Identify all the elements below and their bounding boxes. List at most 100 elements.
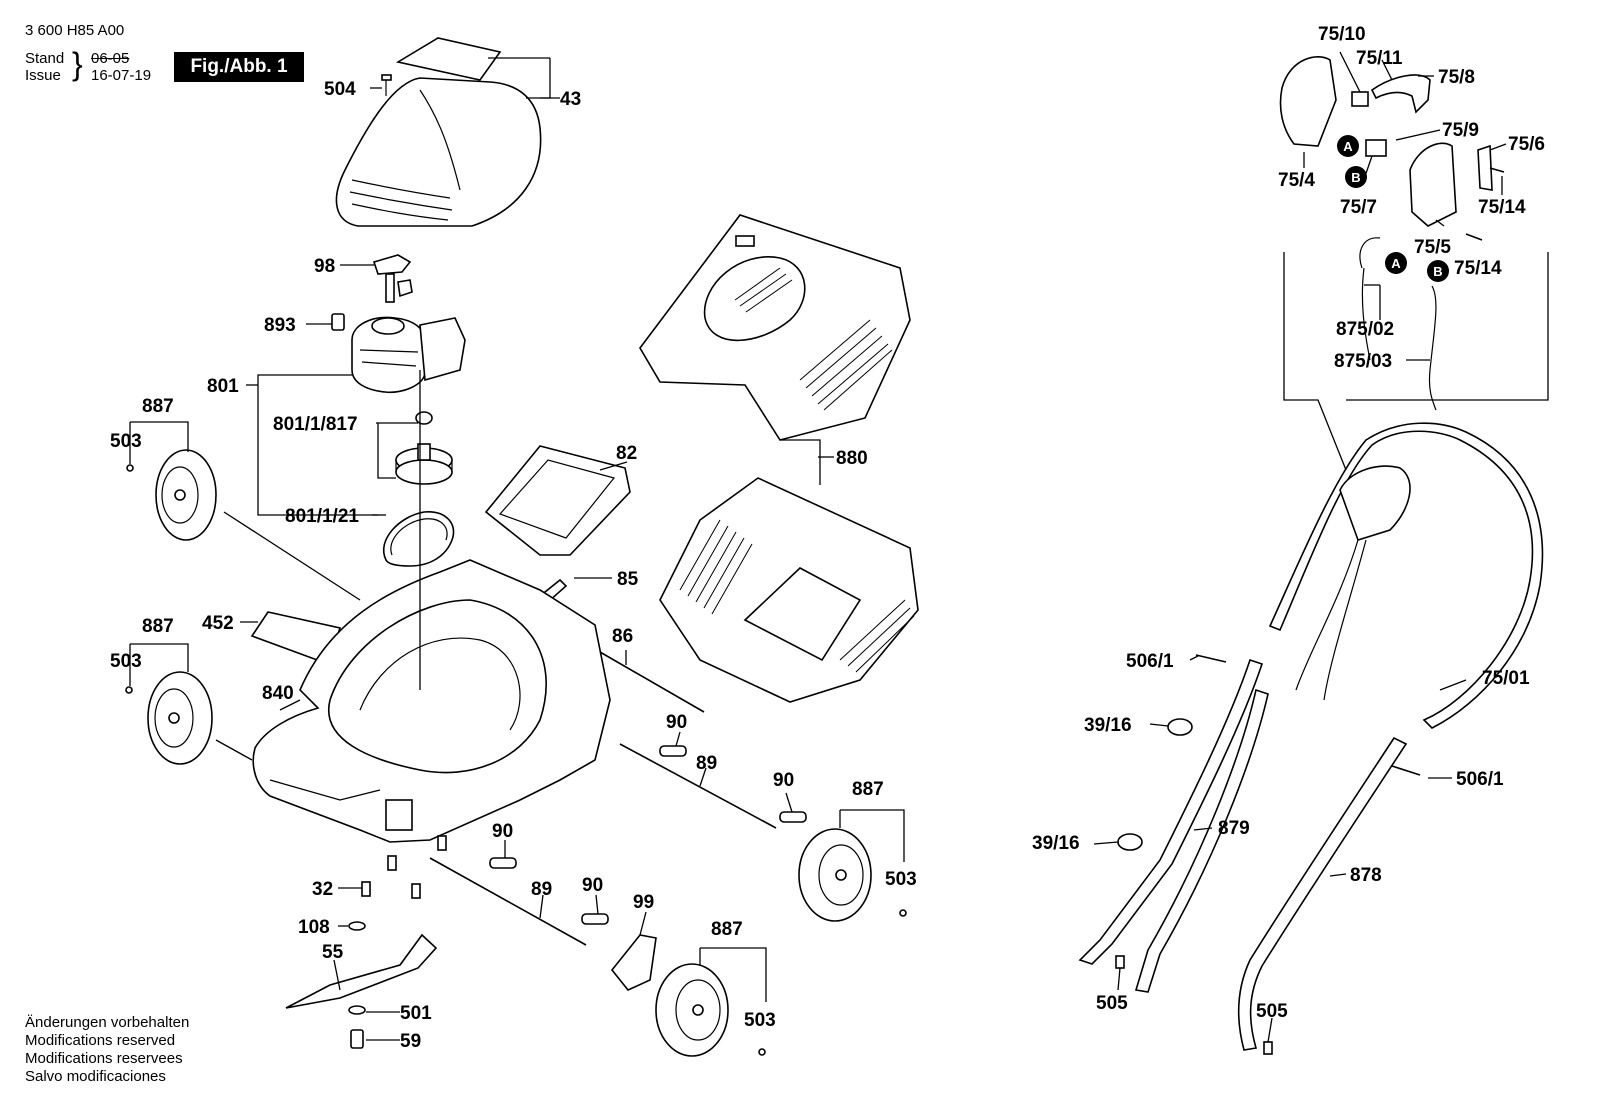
part-label: 108 — [298, 917, 330, 938]
part-label: 887 — [142, 616, 174, 637]
part-label: 75/9 — [1442, 120, 1479, 141]
svg-text:B: B — [1433, 264, 1442, 279]
part-label: 840 — [262, 683, 294, 704]
grass-box-hood-drawing — [639, 214, 911, 441]
spring-drawing — [489, 857, 517, 869]
part-label: 39/16 — [1032, 833, 1080, 854]
part-label: 506/1 — [1456, 769, 1504, 790]
svg-text:A: A — [1391, 256, 1401, 271]
part-label: 89 — [696, 753, 717, 774]
cable-bundle-drawing — [1295, 539, 1367, 701]
part-label: 501 — [400, 1003, 432, 1024]
screw-drawing — [437, 835, 447, 851]
bolt-drawing — [1391, 765, 1421, 776]
part-labels: 504 43 98 893 801 801/1/817 801/1/21 887… — [110, 24, 1545, 1052]
screw-drawing — [1489, 167, 1505, 173]
leader-lines — [129, 51, 1549, 1043]
blade-drawing — [285, 933, 438, 1009]
handle-middle-right-drawing — [1134, 688, 1269, 993]
washer-drawing — [758, 1048, 766, 1056]
part-label: 98 — [314, 256, 335, 277]
cable-drawing — [1428, 285, 1437, 411]
top-cover-drawing — [335, 37, 542, 227]
part-label: 75/14 — [1478, 197, 1526, 218]
notice-line: Salvo modificaciones — [25, 1068, 166, 1085]
switch-drawing — [1351, 91, 1369, 107]
grass-box-basket-drawing — [659, 477, 919, 703]
part-label: 503 — [885, 869, 917, 890]
part-label: 82 — [616, 443, 637, 464]
notice-line: Änderungen vorbehalten — [25, 1014, 190, 1031]
connector-marker-a: A — [1385, 252, 1407, 274]
handle-lower-drawing — [1237, 736, 1408, 1051]
part-label: 452 — [202, 613, 234, 634]
height-adjuster-drawing — [610, 934, 657, 991]
part-label: 503 — [744, 1010, 776, 1031]
switch-housing-left-drawing — [1279, 56, 1337, 147]
connector-marker-b: B — [1345, 166, 1367, 188]
part-label: 801/1/817 — [273, 414, 358, 435]
capacitor-drawing — [331, 313, 345, 331]
bolt-drawing — [350, 1029, 364, 1049]
switch-lever-drawing — [1370, 74, 1431, 114]
part-label: 39/16 — [1084, 715, 1132, 736]
pulley-drawing — [395, 411, 453, 485]
part-label: 55 — [322, 942, 344, 963]
connector-marker-a: A — [1337, 135, 1359, 157]
screw-drawing — [361, 881, 371, 897]
wheel-drawing — [798, 828, 872, 922]
svg-text:A: A — [1343, 139, 1353, 154]
washer-drawing — [348, 1005, 366, 1015]
part-label: 90 — [582, 875, 603, 896]
part-label: 75/5 — [1414, 237, 1451, 258]
part-label: 875/03 — [1334, 351, 1392, 372]
spring-drawing — [581, 913, 609, 925]
part-label: 878 — [1350, 865, 1382, 886]
part-label: 85 — [617, 569, 639, 590]
cable-clip-drawing — [1477, 144, 1493, 191]
part-label: 32 — [312, 879, 333, 900]
wheel-drawing — [655, 963, 729, 1057]
part-label: 887 — [711, 919, 743, 940]
knob-drawing — [1167, 718, 1193, 736]
part-label: 75/6 — [1508, 134, 1545, 155]
screw-drawing — [1115, 955, 1125, 969]
switch-part-drawing — [372, 254, 413, 303]
part-label: 59 — [400, 1031, 421, 1052]
part-label: 75/01 — [1482, 668, 1530, 689]
bolt-drawing — [1195, 654, 1227, 663]
cable-drawing — [1359, 237, 1381, 361]
motor-drawing — [351, 316, 466, 394]
label-plate-drawing — [250, 611, 342, 666]
part-label: 90 — [773, 770, 794, 791]
washer-drawing — [126, 464, 134, 472]
switch-housing-right-drawing — [1409, 142, 1457, 227]
screw-drawing — [381, 74, 392, 96]
washer-drawing — [125, 686, 133, 694]
part-label: 503 — [110, 431, 142, 452]
part-label: 893 — [264, 315, 296, 336]
switch-block-drawing — [1365, 139, 1387, 157]
connector-marker-b: B — [1427, 260, 1449, 282]
part-label: 801/1/21 — [285, 506, 359, 527]
part-label: 503 — [110, 651, 142, 672]
deck-drawing — [252, 559, 611, 843]
part-label: 505 — [1256, 1001, 1288, 1022]
part-label: 887 — [852, 779, 884, 800]
part-label: 887 — [142, 396, 174, 417]
part-label: 90 — [492, 821, 513, 842]
axle-drawing — [619, 743, 777, 829]
part-label: 801 — [207, 376, 239, 397]
spring-drawing — [779, 811, 807, 823]
switch-box-drawing — [1339, 465, 1411, 541]
part-label: 75/8 — [1438, 67, 1475, 88]
spring-drawing — [659, 745, 687, 757]
part-label: 879 — [1218, 818, 1250, 839]
wheel-drawing — [147, 671, 213, 765]
washer-drawing — [348, 921, 366, 931]
issue-label: Issue — [25, 67, 61, 84]
brace-symbol: } — [72, 46, 83, 82]
part-label: 506/1 — [1126, 651, 1174, 672]
notice-line: Modifications reservees — [25, 1050, 183, 1067]
